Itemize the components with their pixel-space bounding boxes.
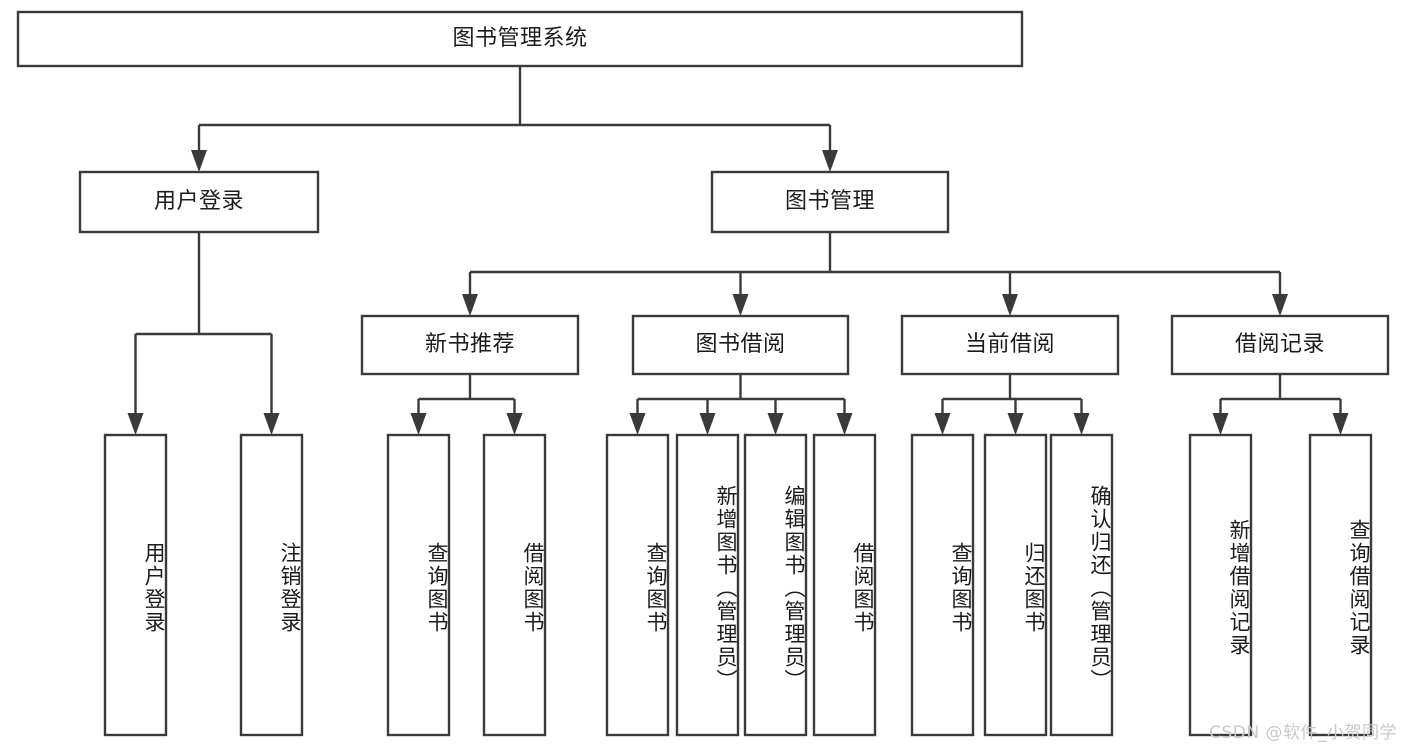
connector-root-to-book-manage-head bbox=[822, 150, 838, 172]
node-box-leaf-query-book-1 bbox=[386, 433, 451, 737]
connector-borrow-record-to-leaf-add-record-head bbox=[1212, 413, 1229, 435]
connector-book-borrow-to-leaf-edit-book-head bbox=[767, 413, 784, 435]
connector-bookmanage-to-borrow-record-head bbox=[1272, 294, 1288, 316]
node-box-book-manage bbox=[710, 170, 950, 234]
node-box-leaf-return-book bbox=[983, 433, 1048, 737]
connector-book-borrow-to-leaf-borrow-book-2-head bbox=[836, 413, 853, 435]
connector-book-borrow-to-leaf-add-book-head bbox=[699, 413, 716, 435]
connector-current-borrow-to-leaf-confirm-return-head bbox=[1073, 413, 1090, 435]
node-box-leaf-user-logout bbox=[239, 433, 304, 737]
node-box-leaf-user-login bbox=[103, 433, 168, 737]
node-box-current-borrow bbox=[900, 314, 1120, 376]
connector-current-borrow-to-leaf-return-book-head bbox=[1007, 413, 1024, 435]
node-box-leaf-confirm-return bbox=[1049, 433, 1114, 737]
node-box-leaf-edit-book bbox=[743, 433, 808, 737]
node-box-leaf-borrow-book-1 bbox=[482, 433, 547, 737]
node-box-new-book-rec bbox=[360, 314, 580, 376]
node-box-borrow-record bbox=[1170, 314, 1390, 376]
connector-bookmanage-to-new-book-rec-head bbox=[462, 294, 478, 316]
connector-bookmanage-to-current-borrow-head bbox=[1002, 294, 1018, 316]
node-box-leaf-query-record bbox=[1308, 433, 1373, 737]
connector-current-borrow-to-leaf-query-book-3-head bbox=[934, 413, 951, 435]
connector-new-book-rec-to-leaf-query-book-1-head bbox=[410, 413, 427, 435]
connector-userlogin-to-leaf-user-login-head bbox=[127, 413, 144, 435]
node-box-book-borrow bbox=[631, 314, 850, 376]
connector-userlogin-to-leaf-user-logout-head bbox=[263, 413, 280, 435]
connector-bookmanage-to-book-borrow-head bbox=[732, 294, 749, 316]
node-box-leaf-borrow-book-2 bbox=[812, 433, 877, 737]
node-box-user-login bbox=[78, 170, 320, 234]
node-box-leaf-query-book-3 bbox=[910, 433, 975, 737]
connector-book-borrow-to-leaf-query-book-2-head bbox=[629, 413, 646, 435]
node-box-leaf-query-book-2 bbox=[605, 433, 670, 737]
connector-borrow-record-to-leaf-query-record-head bbox=[1332, 413, 1349, 435]
node-box-root bbox=[16, 10, 1024, 68]
connector-new-book-rec-to-leaf-borrow-book-1-head bbox=[506, 413, 523, 435]
watermark-text: CSDN @软件_小贺同学 bbox=[1209, 723, 1397, 743]
connector-root-to-user-login-head bbox=[191, 150, 207, 172]
node-box-leaf-add-book bbox=[675, 433, 740, 737]
node-box-leaf-add-record bbox=[1188, 433, 1253, 737]
